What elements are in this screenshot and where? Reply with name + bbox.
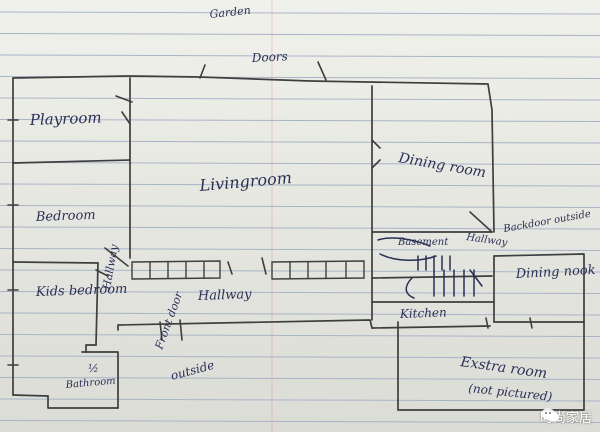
dining-door-mark-bottom <box>371 159 381 169</box>
staircases <box>377 237 483 299</box>
hallway-shelves <box>131 260 365 280</box>
doors-label: Doors <box>250 49 288 65</box>
ruled-line <box>0 312 600 316</box>
ruled-line <box>0 226 600 230</box>
kitchen-arrow <box>405 277 415 299</box>
playroom-door-mark-bottom <box>121 111 131 125</box>
ruled-line <box>0 420 600 423</box>
ruled-line <box>0 398 600 402</box>
ruled-line <box>0 140 600 144</box>
ruled-line <box>0 291 600 294</box>
wechat-icon <box>540 408 559 422</box>
ruled-line <box>0 355 600 359</box>
front-door-mark-left <box>159 321 163 341</box>
garden-door-mark-left <box>199 64 206 79</box>
ruled-line <box>0 54 600 58</box>
basement-bottom-wall <box>371 275 493 279</box>
walls <box>12 75 585 411</box>
bedroom-label: Bedroom <box>35 208 96 225</box>
kids-bedroom-label: Kids bedroom <box>35 282 128 300</box>
playroom-door-mark-top <box>115 95 133 103</box>
garden-label: Garden <box>209 4 251 21</box>
kitchen-bottom-wall <box>371 325 491 329</box>
hallway-south-wall <box>117 319 373 331</box>
kitchen-stair-treads <box>433 269 475 297</box>
hallway-shelf-left-dividers <box>149 262 205 278</box>
nook-door-mark-1 <box>485 317 489 329</box>
ruled-lines <box>0 11 600 423</box>
stair-strike <box>469 269 483 287</box>
basement-arrow <box>377 237 437 261</box>
bathroom-label: Bathroom <box>64 376 116 391</box>
kids-door-mark <box>95 269 109 277</box>
hallway-shelf-right-dividers <box>289 262 347 278</box>
outer-wall-bottom-left <box>12 394 49 397</box>
ruled-line <box>0 377 600 380</box>
ruled-line <box>0 248 600 251</box>
basement-label: Basement <box>397 237 449 248</box>
basement-stair-treads <box>417 255 451 271</box>
front-door-mark-right <box>179 319 183 341</box>
bathroom-number-label: ½ <box>88 362 99 375</box>
ruled-line <box>0 183 600 187</box>
hallway-shelf-left <box>131 260 221 280</box>
door-marks <box>7 61 533 366</box>
bathroom-east-wall <box>81 351 119 409</box>
hallway-door-mark <box>227 261 233 275</box>
ruled-line <box>0 269 600 273</box>
dining-nook-label: Dining nook <box>514 263 596 282</box>
hallway-shelf-right <box>271 260 365 280</box>
ruled-line <box>0 334 600 337</box>
ruled-line <box>0 205 600 208</box>
kitchen-label: Kitchen <box>399 305 447 321</box>
outer-wall-top <box>12 75 495 233</box>
bedroom-door-mark <box>104 247 129 267</box>
nook-door-mark-2 <box>529 317 533 329</box>
ruled-line <box>0 162 600 165</box>
dining-nook-wall <box>493 253 585 323</box>
garden-door-mark-right <box>317 61 327 81</box>
hallway-door-mark-2 <box>261 257 267 275</box>
backdoor-mark <box>469 211 493 233</box>
hallway-main-label: Hallway <box>197 287 253 304</box>
ruled-line <box>0 33 600 36</box>
watermark: 时尚家居 <box>540 407 592 426</box>
dining-door-mark-top <box>371 139 381 149</box>
bath-notch <box>85 344 97 353</box>
playroom-label: Playroom <box>29 109 102 130</box>
extra-room-walls <box>397 321 585 411</box>
kids-bedroom-wall <box>12 261 99 264</box>
kids-bedroom-east-wall <box>95 262 99 346</box>
bathroom-bottom-wall <box>47 395 119 409</box>
ruled-line <box>0 11 600 15</box>
ruled-line <box>0 119 600 122</box>
playroom-wall <box>12 159 131 164</box>
ruled-line <box>0 97 600 101</box>
